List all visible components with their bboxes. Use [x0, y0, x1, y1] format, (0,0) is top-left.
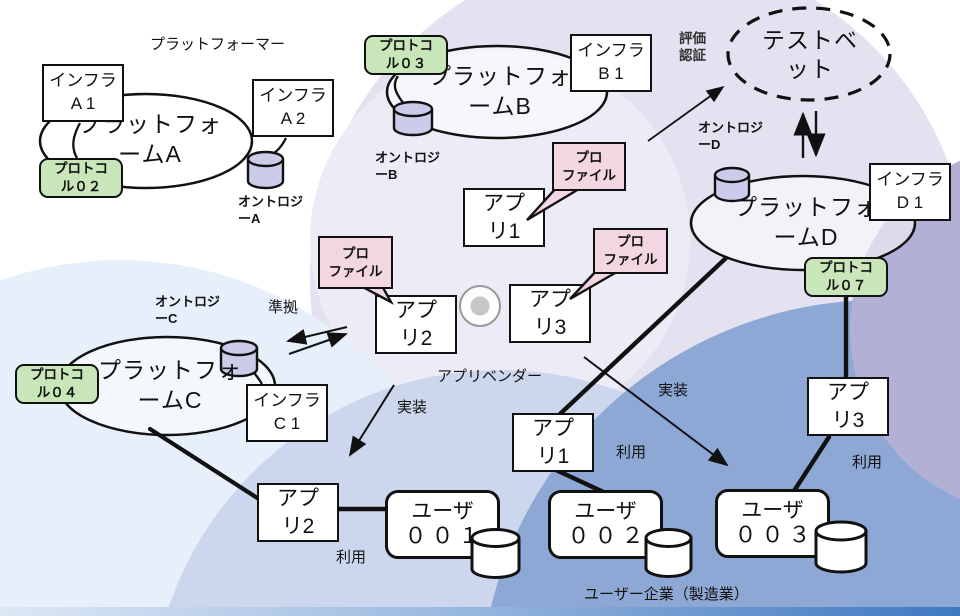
infra-b1-box: インフラ B 1	[570, 34, 652, 92]
jisso-left-arrow	[348, 384, 395, 457]
platformer-label: プラットフォーマー	[150, 36, 286, 53]
protocol-07-box: プロトコ ル０７	[804, 257, 888, 297]
testbed-ellipse	[726, 6, 892, 102]
ontology-a-label: オントロジ ーA	[238, 194, 304, 226]
ontology-d-label: オントロジ ーD	[698, 120, 764, 152]
ontology-c-label: オントロジ ーC	[155, 294, 221, 326]
infra-a1-box: インフラ A 1	[42, 64, 124, 122]
user-company-label: ユーザー企業（製造業）	[584, 586, 749, 603]
jisso-left-label: 実装	[397, 399, 428, 416]
testbed-title: テストベ ット	[762, 27, 858, 82]
platform-b-title: プラットフォ ームB	[428, 63, 572, 119]
app1-deployed-box: アプ リ1	[512, 413, 594, 472]
connector-protocol03-ontologyB	[393, 75, 405, 105]
user-003-name: ユーザ	[741, 498, 804, 522]
ontology-c-cylinder-icon	[219, 339, 259, 378]
profile-bubble-app1: プロ ファイル	[552, 142, 626, 191]
platform-d-ellipse	[689, 174, 917, 272]
user-002-name: ユーザ	[574, 499, 637, 523]
infra-a2-box: インフラ A 2	[252, 79, 334, 137]
app3-deployed-box: アプ リ3	[807, 377, 889, 436]
protocol-03-box: プロトコ ル０３	[364, 35, 448, 75]
user-002-number: ００２	[567, 522, 649, 548]
infra-c1-box: インフラ C 1	[246, 384, 328, 442]
protocol-04-box: プロトコ ル０４	[15, 364, 99, 404]
riyo-1-label: 利用	[336, 549, 367, 566]
app2-vendor-box: アプ リ2	[375, 295, 457, 354]
connector-infraA1-protocol02	[72, 122, 82, 159]
user-003-number: ００３	[734, 521, 816, 547]
ontology-a-cylinder-icon	[246, 150, 285, 190]
app2-deployed-box: アプ リ2	[257, 483, 339, 542]
user-003-db-cylinder-icon	[814, 520, 868, 574]
app-vendor-label: アプリベンダー	[437, 368, 543, 385]
link-platformD-app1	[557, 255, 729, 417]
bullseye-inner-dot	[470, 296, 490, 316]
junkyo-arrow-left	[286, 326, 348, 345]
user-002-box: ユーザ ００２	[548, 490, 663, 559]
jisso-right-arrow	[583, 356, 729, 467]
profile-bubble-app3: プロ ファイル	[593, 228, 668, 274]
platform-c-title: プラットフォ ームC	[98, 357, 242, 413]
eval-cert-label: 評価 認証	[679, 31, 706, 63]
app1-vendor-box: アプ リ1	[463, 188, 545, 247]
junkyo-label: 準拠	[268, 299, 299, 316]
ontology-b-label: オントロジ ーB	[375, 150, 441, 182]
protocol-02-box: プロトコ ル０２	[39, 158, 123, 198]
user-001-db-cylinder-icon	[470, 528, 521, 579]
riyo-3-label: 利用	[852, 454, 883, 471]
ontology-b-cylinder-icon	[392, 100, 434, 137]
link-app3-user003	[791, 434, 832, 494]
infra-d1-box: インフラ D 1	[869, 163, 951, 221]
profile-bubble-tail-app1	[526, 184, 589, 222]
riyo-2-label: 利用	[616, 444, 647, 461]
profile-bubble-app2: プロ ファイル	[318, 236, 393, 289]
eval-cert-arrow	[647, 85, 725, 142]
junkyo-arrow-right	[288, 332, 348, 355]
user-001-number: ００１	[404, 522, 486, 548]
ontology-d-cylinder-icon	[713, 166, 751, 203]
user-002-db-cylinder-icon	[644, 528, 693, 578]
jisso-right-label: 実装	[658, 382, 689, 399]
user-003-box: ユーザ ００３	[715, 489, 830, 558]
user-001-name: ユーザ	[411, 499, 474, 523]
bottom-accent-strip	[0, 607, 960, 616]
link-platformC-app2	[147, 426, 265, 504]
platform-d-title: プラットフォ ームD	[734, 194, 878, 250]
